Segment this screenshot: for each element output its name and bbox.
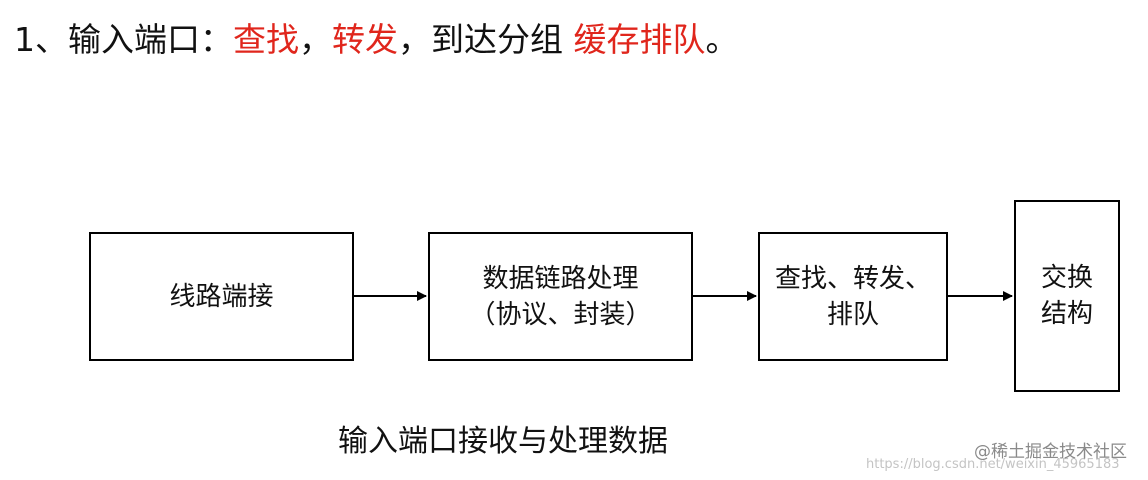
heading-highlight-queue: 缓存排队 (573, 20, 706, 59)
node-label-cont: 排队 (826, 299, 879, 330)
node-data-link-processing: 数据链路处理 （协议、封装） (428, 232, 693, 361)
watermark-brand: @稀土掘金技术社区 (974, 442, 1127, 462)
heading-highlight-forward: 转发 (332, 20, 398, 59)
node-lookup-forward-queue: 查找、转发、 排队 (758, 232, 948, 361)
watermark-url: https://blog.csdn.net/weixin_45965183 (866, 457, 1120, 472)
node-label: 查找、转发、 (774, 263, 931, 294)
heading-text-2: ， (299, 20, 332, 59)
node-label-cont: 结构 (1040, 299, 1093, 329)
node-label: 线路端接 (169, 281, 274, 312)
node-sublabel: （协议、封装） (469, 299, 652, 330)
node-label: 交换 (1040, 263, 1093, 293)
diagram-caption: 输入端口接收与处理数据 (338, 424, 668, 459)
heading-text-4: 。 (705, 20, 739, 59)
section-heading: 1、输入端口：查找，转发，到达分组 缓存排队。 (14, 18, 739, 62)
node-switch-fabric: 交换 结构 (1014, 200, 1120, 392)
node-line-termination: 线路端接 (89, 232, 354, 361)
node-label: 数据链路处理 (482, 263, 639, 294)
heading-highlight-lookup: 查找 (233, 20, 299, 59)
heading-text-3: ，到达分组 (398, 20, 574, 59)
heading-text-1: 1、输入端口： (14, 20, 233, 59)
